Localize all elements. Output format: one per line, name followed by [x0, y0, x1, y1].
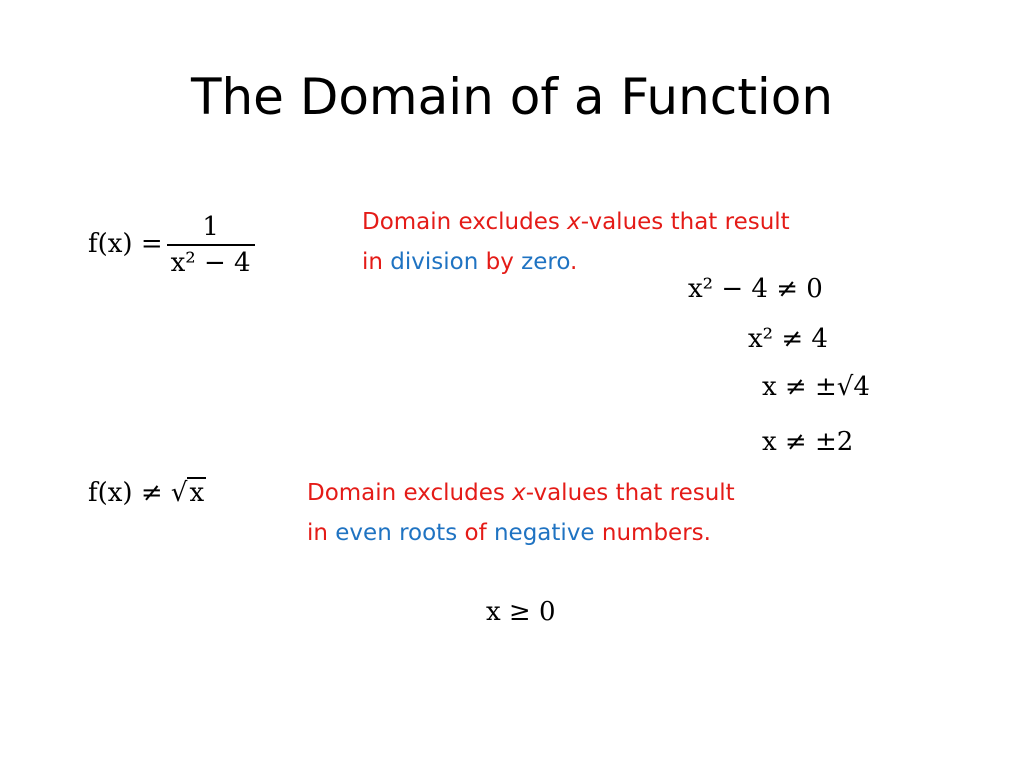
function-lhs-2: f(x) ≠	[88, 478, 163, 508]
note-segment: negative	[493, 520, 595, 546]
fraction: 1 x² − 4	[166, 212, 255, 278]
domain-step-2: x² ≠ 4	[748, 324, 828, 354]
note-segment: of	[457, 520, 494, 546]
note-segment: -values that result	[525, 480, 735, 506]
domain-step-1: x² − 4 ≠ 0	[688, 274, 823, 304]
note-segment: zero	[521, 249, 570, 275]
domain-step-3: x ≠ ±√4	[762, 372, 870, 402]
fraction-bar	[166, 244, 255, 246]
fraction-denominator: x² − 4	[170, 248, 251, 278]
note-segment: numbers.	[594, 520, 711, 546]
rational-function-definition: f(x) = 1 x² − 4	[88, 212, 255, 278]
note-segment: by	[478, 249, 522, 275]
note-segment: in	[362, 249, 391, 275]
note-segment: .	[569, 249, 578, 275]
sqrt-function-definition: f(x) ≠ √x	[88, 476, 207, 510]
note-segment: even roots	[335, 520, 458, 546]
fraction-numerator: 1	[202, 212, 219, 242]
function-lhs: f(x) =	[88, 229, 163, 259]
division-by-zero-note: Domain excludes x-values that result in d…	[362, 202, 790, 282]
note-segment: Domain excludes	[307, 480, 513, 506]
domain-result: x ≥ 0	[486, 597, 556, 627]
domain-step-4: x ≠ ±2	[762, 427, 854, 457]
note-segment: in	[307, 520, 336, 546]
note-segment: Domain excludes	[362, 209, 568, 235]
even-roots-note: Domain excludes x-values that result in e…	[307, 473, 735, 553]
radical-sign: √	[170, 478, 188, 508]
radicand: x	[187, 477, 207, 508]
note-segment: x	[512, 480, 526, 506]
sqrt-expression: √x	[170, 476, 207, 510]
slide-title: The Domain of a Function	[190, 68, 834, 126]
note-segment: division	[390, 249, 479, 275]
note-segment: x	[567, 209, 581, 235]
note-segment: -values that result	[580, 209, 790, 235]
